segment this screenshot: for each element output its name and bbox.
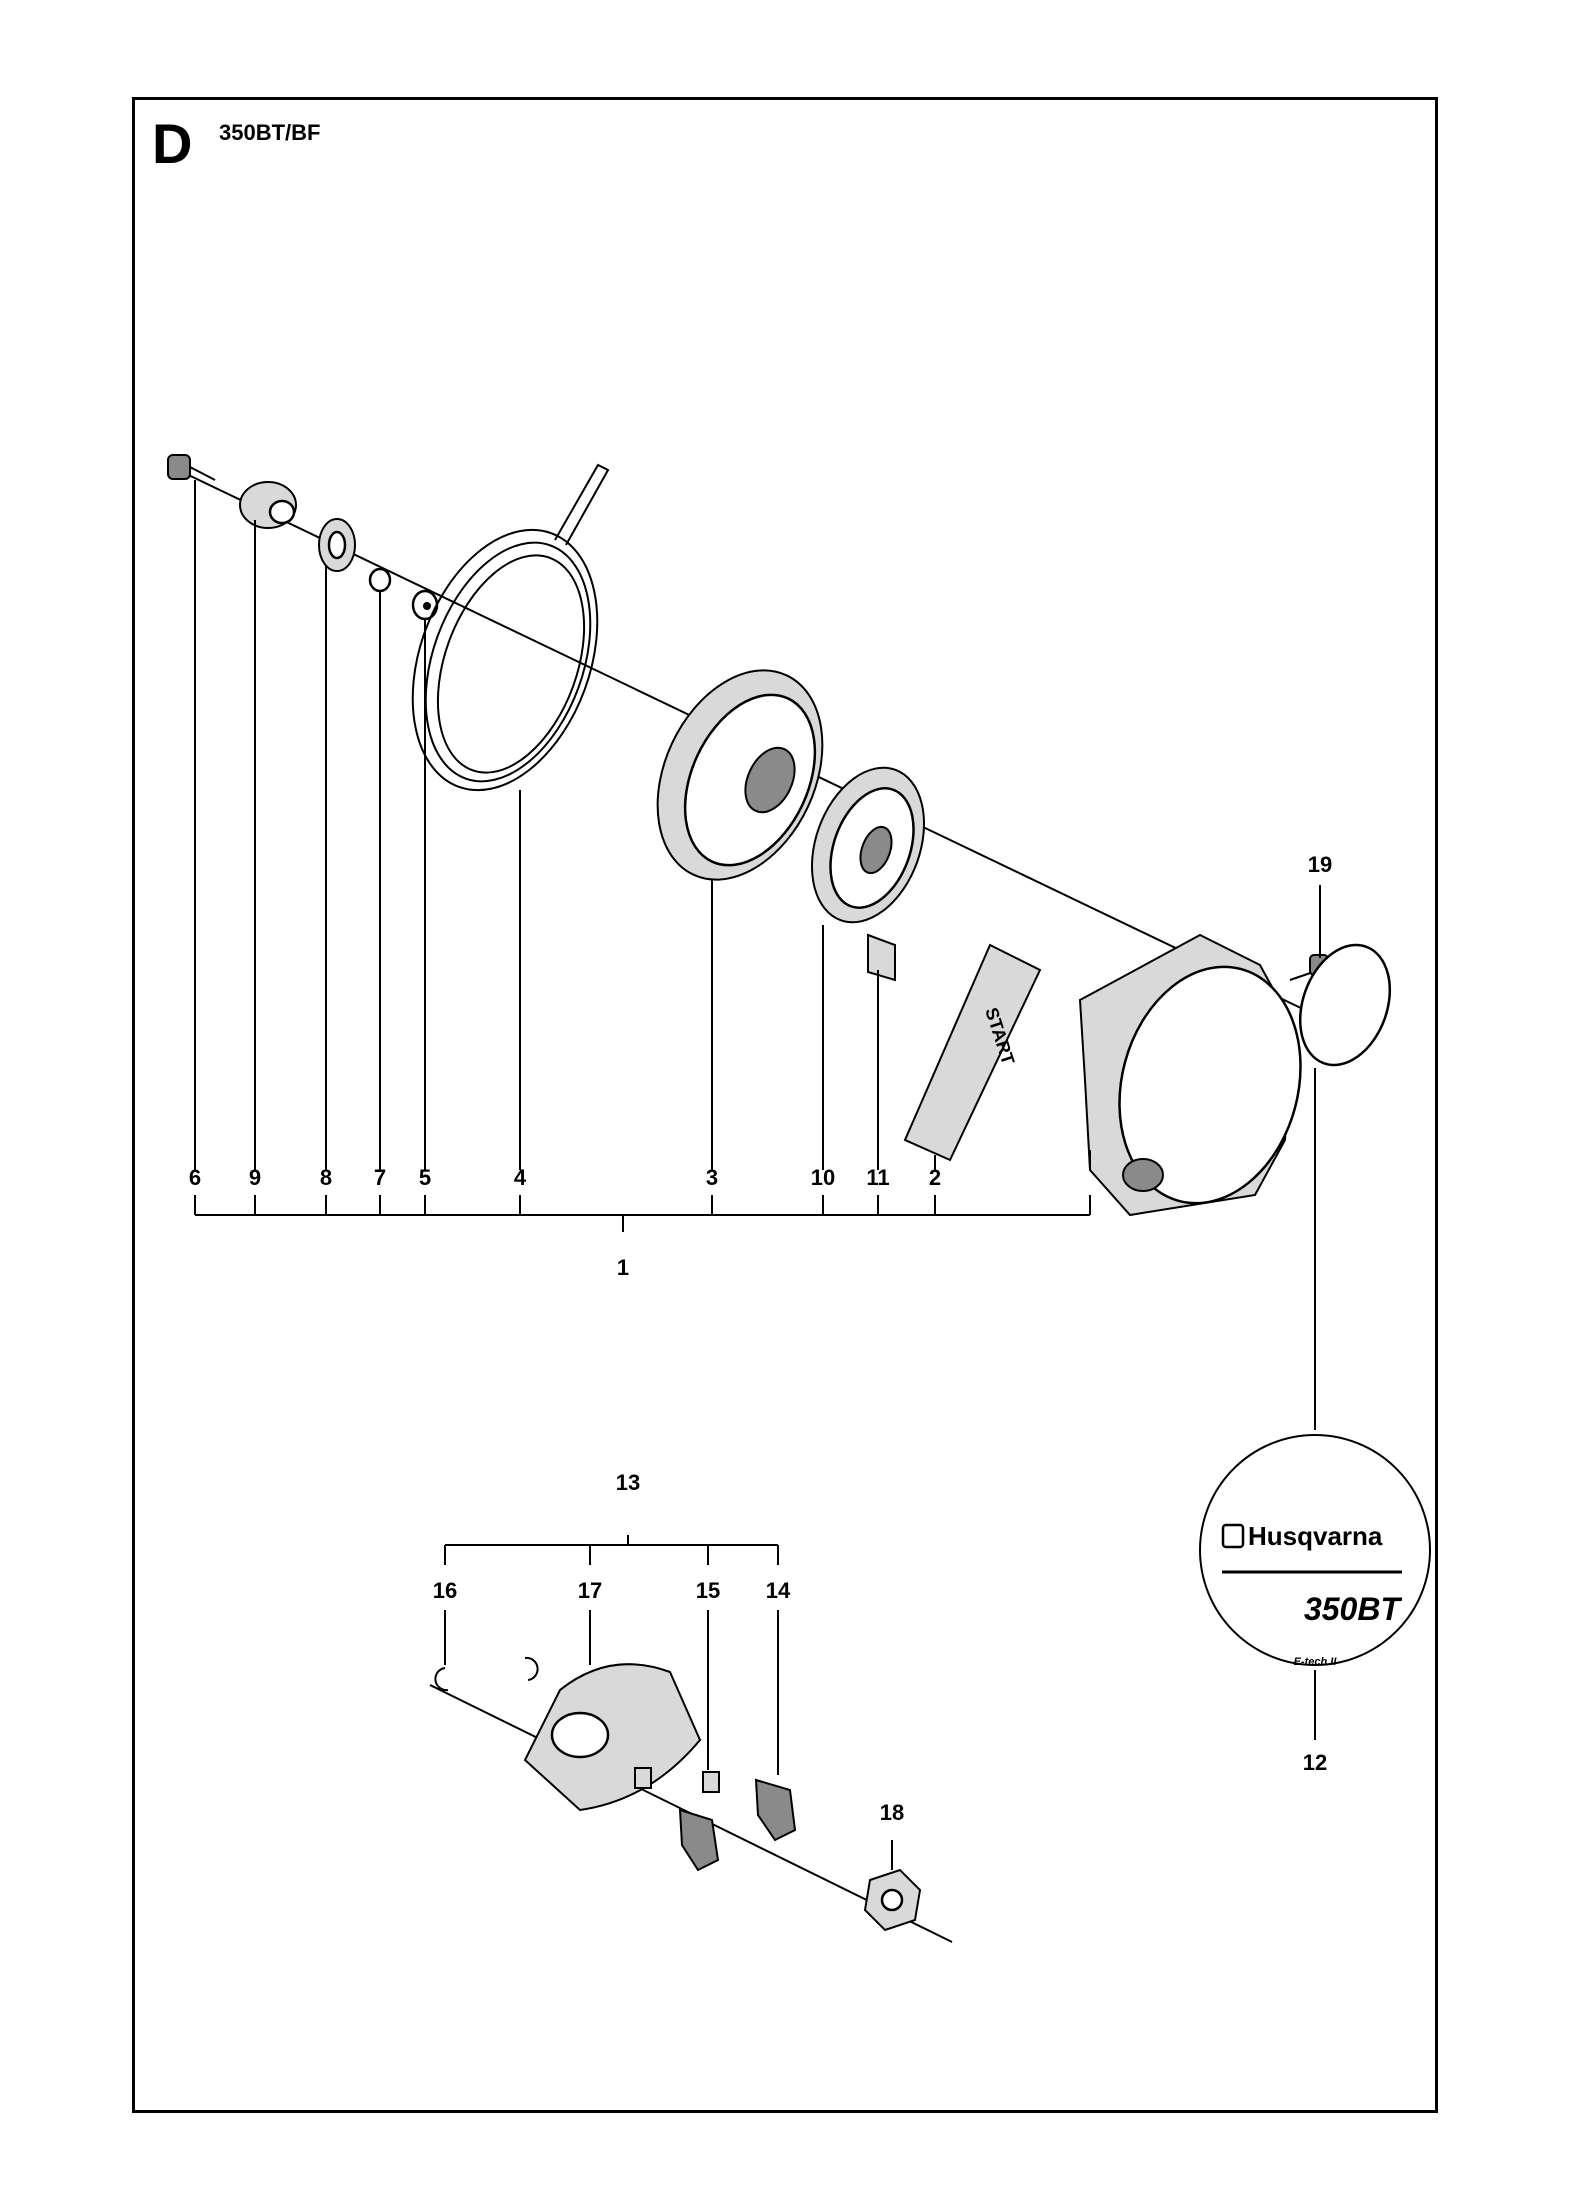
callout-15: 15	[695, 1578, 721, 1603]
decal-subtitle: E-tech II	[1294, 1656, 1338, 1668]
callout-13: 13	[615, 1470, 641, 1495]
part-15-spring[interactable]	[634, 1767, 652, 1789]
diagram-frame	[132, 97, 1438, 2113]
callout-1: 1	[616, 1255, 630, 1280]
callout-12: 12	[1302, 1750, 1328, 1775]
starter-housing[interactable]	[1078, 933, 1326, 1224]
part-11-handle-grip[interactable]	[867, 933, 896, 982]
callout-17: 17	[577, 1578, 603, 1603]
decal-model: 350BT	[1304, 1591, 1403, 1627]
part-6-screw[interactable]	[167, 454, 216, 481]
callout-14: 14	[765, 1578, 791, 1603]
model-title: 350BT/BF	[219, 120, 321, 145]
callout-9: 9	[248, 1165, 262, 1190]
callout-2: 2	[928, 1165, 942, 1190]
decal-brand: Husqvarna	[1248, 1521, 1383, 1551]
husqvarna-logo-icon	[1221, 1523, 1245, 1549]
part-4-starter-rope[interactable]	[379, 463, 631, 816]
part-7-ring[interactable]	[368, 567, 392, 593]
part-9-pawl-hub[interactable]	[239, 481, 297, 529]
section-letter: D	[152, 112, 193, 175]
callout-10: 10	[810, 1165, 836, 1190]
part-14-pawl[interactable]	[754, 1778, 797, 1842]
leader-lines	[194, 480, 1321, 1870]
part-3-rope-pulley[interactable]	[626, 644, 855, 907]
part-16-clip[interactable]	[434, 1667, 449, 1692]
part-2-start-handle[interactable]: START	[903, 943, 1042, 1162]
callout-18: 18	[879, 1800, 905, 1825]
callout-19: 19	[1307, 852, 1333, 877]
callout-7: 7	[373, 1165, 387, 1190]
callout-5: 5	[418, 1165, 432, 1190]
callout-4: 4	[513, 1165, 527, 1190]
part-5-washer[interactable]	[411, 589, 439, 621]
part-10-recoil-spring[interactable]	[792, 752, 944, 938]
callout-8: 8	[319, 1165, 333, 1190]
part-12-decal-blank[interactable]	[1284, 932, 1405, 1077]
part-12-decal[interactable]: Husqvarna 350BT E-tech II	[1199, 1434, 1431, 1668]
callout-3: 3	[705, 1165, 719, 1190]
callout-11: 11	[866, 1165, 890, 1190]
part-18-nut[interactable]	[863, 1868, 922, 1932]
part-8-spring[interactable]	[318, 518, 356, 572]
part-17-pawl-plate[interactable]	[523, 1663, 702, 1812]
callout-6: 6	[188, 1165, 202, 1190]
callout-16: 16	[432, 1578, 458, 1603]
